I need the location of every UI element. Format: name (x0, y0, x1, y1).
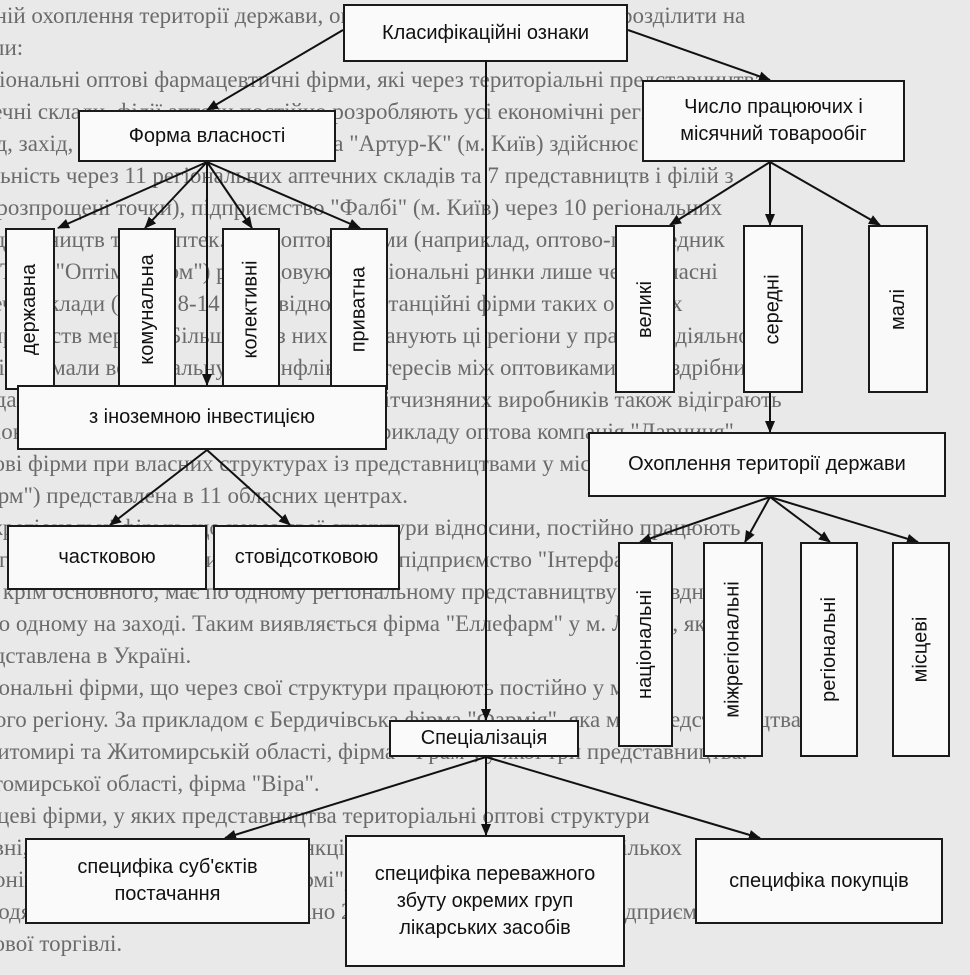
node-foreign-investment: з іноземною інвестицією (17, 385, 387, 450)
node-local: місцеві (892, 542, 950, 757)
background-text-line: групи: (0, 35, 24, 60)
background-text-line: оптової торгівлі. (0, 931, 123, 956)
node-specialization: Спеціалізація (389, 720, 579, 757)
node-classification-features: Класифікаційні ознаки (343, 4, 628, 62)
background-text-line: (22 розпрощені точки), підприємство "Фал… (0, 195, 723, 220)
node-ownership-form: Форма власності (78, 110, 336, 162)
node-ownership-private: приватна (330, 228, 388, 390)
background-text-line: оптові фірми при власних структурах із п… (0, 451, 629, 476)
node-full: стовідсотковою (213, 525, 400, 590)
node-spec-purchase: специфіка покупців (695, 838, 943, 924)
background-text-line: діяльність через 11 регіональних аптечни… (0, 163, 734, 188)
background-text-line: представлена в Україні. (0, 643, 192, 668)
node-large: великі (615, 225, 675, 393)
background-text-line: та по одному на заході. Таким виявляєтьс… (0, 611, 716, 636)
node-partial: частковою (7, 525, 207, 590)
node-spec-supply: специфіка суб'єктів постачання (25, 838, 310, 924)
node-medium: середні (743, 225, 803, 393)
background-text-line: Житомирської області, фірма "Віра". (0, 771, 320, 796)
node-spec-sales: специфіка переважного збуту окремих груп… (345, 835, 625, 967)
node-ownership-state: державна (5, 228, 55, 390)
node-national: національні (618, 542, 673, 747)
node-small: малі (868, 225, 928, 393)
background-text-line: Національні оптові фармацевтичні фірми, … (0, 67, 765, 92)
background-text-line: "Фарм") представлена в 11 обласних центр… (0, 483, 408, 508)
node-interregional: міжрегіональні (703, 542, 763, 757)
node-workers-turnover: Число працюючих і місячний товарообіг (642, 80, 905, 162)
background-text-line: Регіональні фірми, що через свої структу… (0, 675, 673, 700)
node-regional: регіональні (800, 542, 858, 757)
node-ownership-collective: колективні (222, 228, 280, 390)
node-ownership-communal: комунальна (118, 228, 176, 390)
node-territory-coverage: Охоплення території держави (588, 432, 946, 497)
